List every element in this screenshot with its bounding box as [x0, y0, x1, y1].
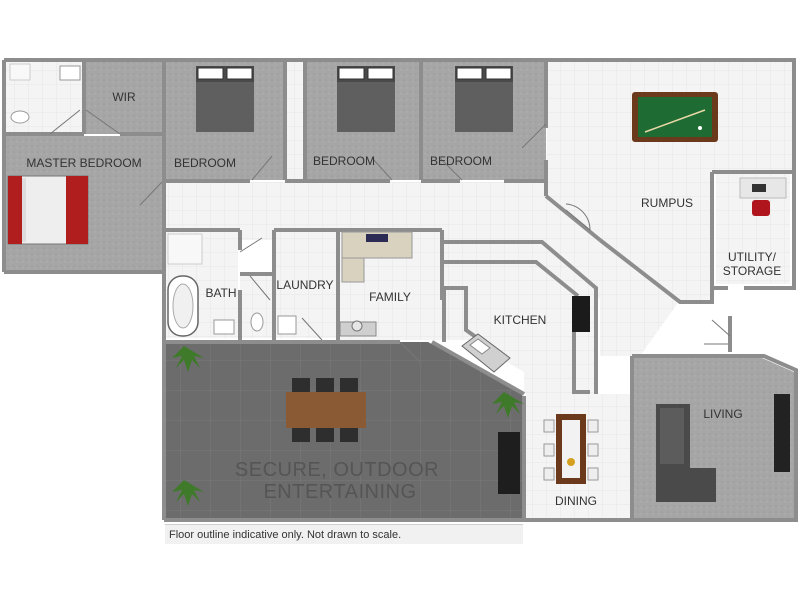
- room-label-laundry: LAUNDRY: [276, 278, 333, 292]
- bed-icon: [196, 66, 254, 132]
- plant-icon: [172, 346, 204, 372]
- doors: [49, 109, 731, 363]
- stove-icon: [572, 296, 590, 332]
- wardrobe-floor: [286, 62, 304, 180]
- shower-icon: [9, 63, 31, 81]
- bed-icon: [455, 66, 513, 132]
- dining-table-icon: [543, 414, 599, 484]
- bed-icon: [7, 175, 89, 245]
- bbq-icon: [498, 432, 520, 494]
- desk-icon: [739, 177, 787, 199]
- room-label-living: LIVING: [703, 407, 742, 421]
- sofa-icon: [656, 404, 716, 502]
- toilet-icon: [10, 110, 30, 124]
- chair-icon: [752, 200, 770, 216]
- room-label-bedroom-1: BEDROOM: [174, 156, 236, 170]
- basin-icon: [213, 319, 235, 335]
- dining-table-icon: [286, 378, 366, 442]
- room-label-bath: BATH: [205, 286, 236, 300]
- walls: [2, 58, 798, 522]
- wir-floor: [86, 62, 162, 134]
- plant-icon: [492, 392, 524, 418]
- room-label-master-bedroom: MASTER BEDROOM: [26, 156, 141, 170]
- sink-icon: [461, 333, 511, 373]
- rumpus-floor: [546, 62, 792, 300]
- room-label-outdoor-line2: ENTERTAINING: [263, 481, 416, 503]
- plant-icon: [172, 480, 204, 506]
- sofa-icon: [341, 231, 413, 283]
- bathtub-icon: [167, 275, 199, 337]
- toilet-icon: [250, 312, 264, 332]
- basin-icon: [59, 65, 81, 81]
- room-label-dining: DINING: [555, 494, 597, 508]
- disclaimer-note: Floor outline indicative only. Not drawn…: [165, 524, 523, 544]
- shower-icon: [167, 233, 203, 265]
- room-label-bedroom-3: BEDROOM: [430, 154, 492, 168]
- pool-table-icon: [632, 92, 718, 142]
- bed-icon: [337, 66, 395, 132]
- room-label-utility: UTILITY/: [728, 250, 777, 264]
- room-label-outdoor-line1: SECURE, OUTDOOR: [235, 459, 439, 481]
- tv-icon: [774, 394, 790, 472]
- plant-icon: [351, 320, 363, 332]
- room-label-kitchen: KITCHEN: [494, 313, 547, 327]
- room-label-wir: WIR: [112, 90, 136, 104]
- hallway-floor: [164, 182, 680, 356]
- kitchen-floor: [444, 244, 594, 394]
- room-label-storage: STORAGE: [723, 264, 781, 278]
- room-label-bedroom-2: BEDROOM: [313, 154, 375, 168]
- room-label-family: FAMILY: [369, 290, 411, 304]
- basin-icon: [277, 315, 297, 335]
- room-label-rumpus: RUMPUS: [641, 196, 693, 210]
